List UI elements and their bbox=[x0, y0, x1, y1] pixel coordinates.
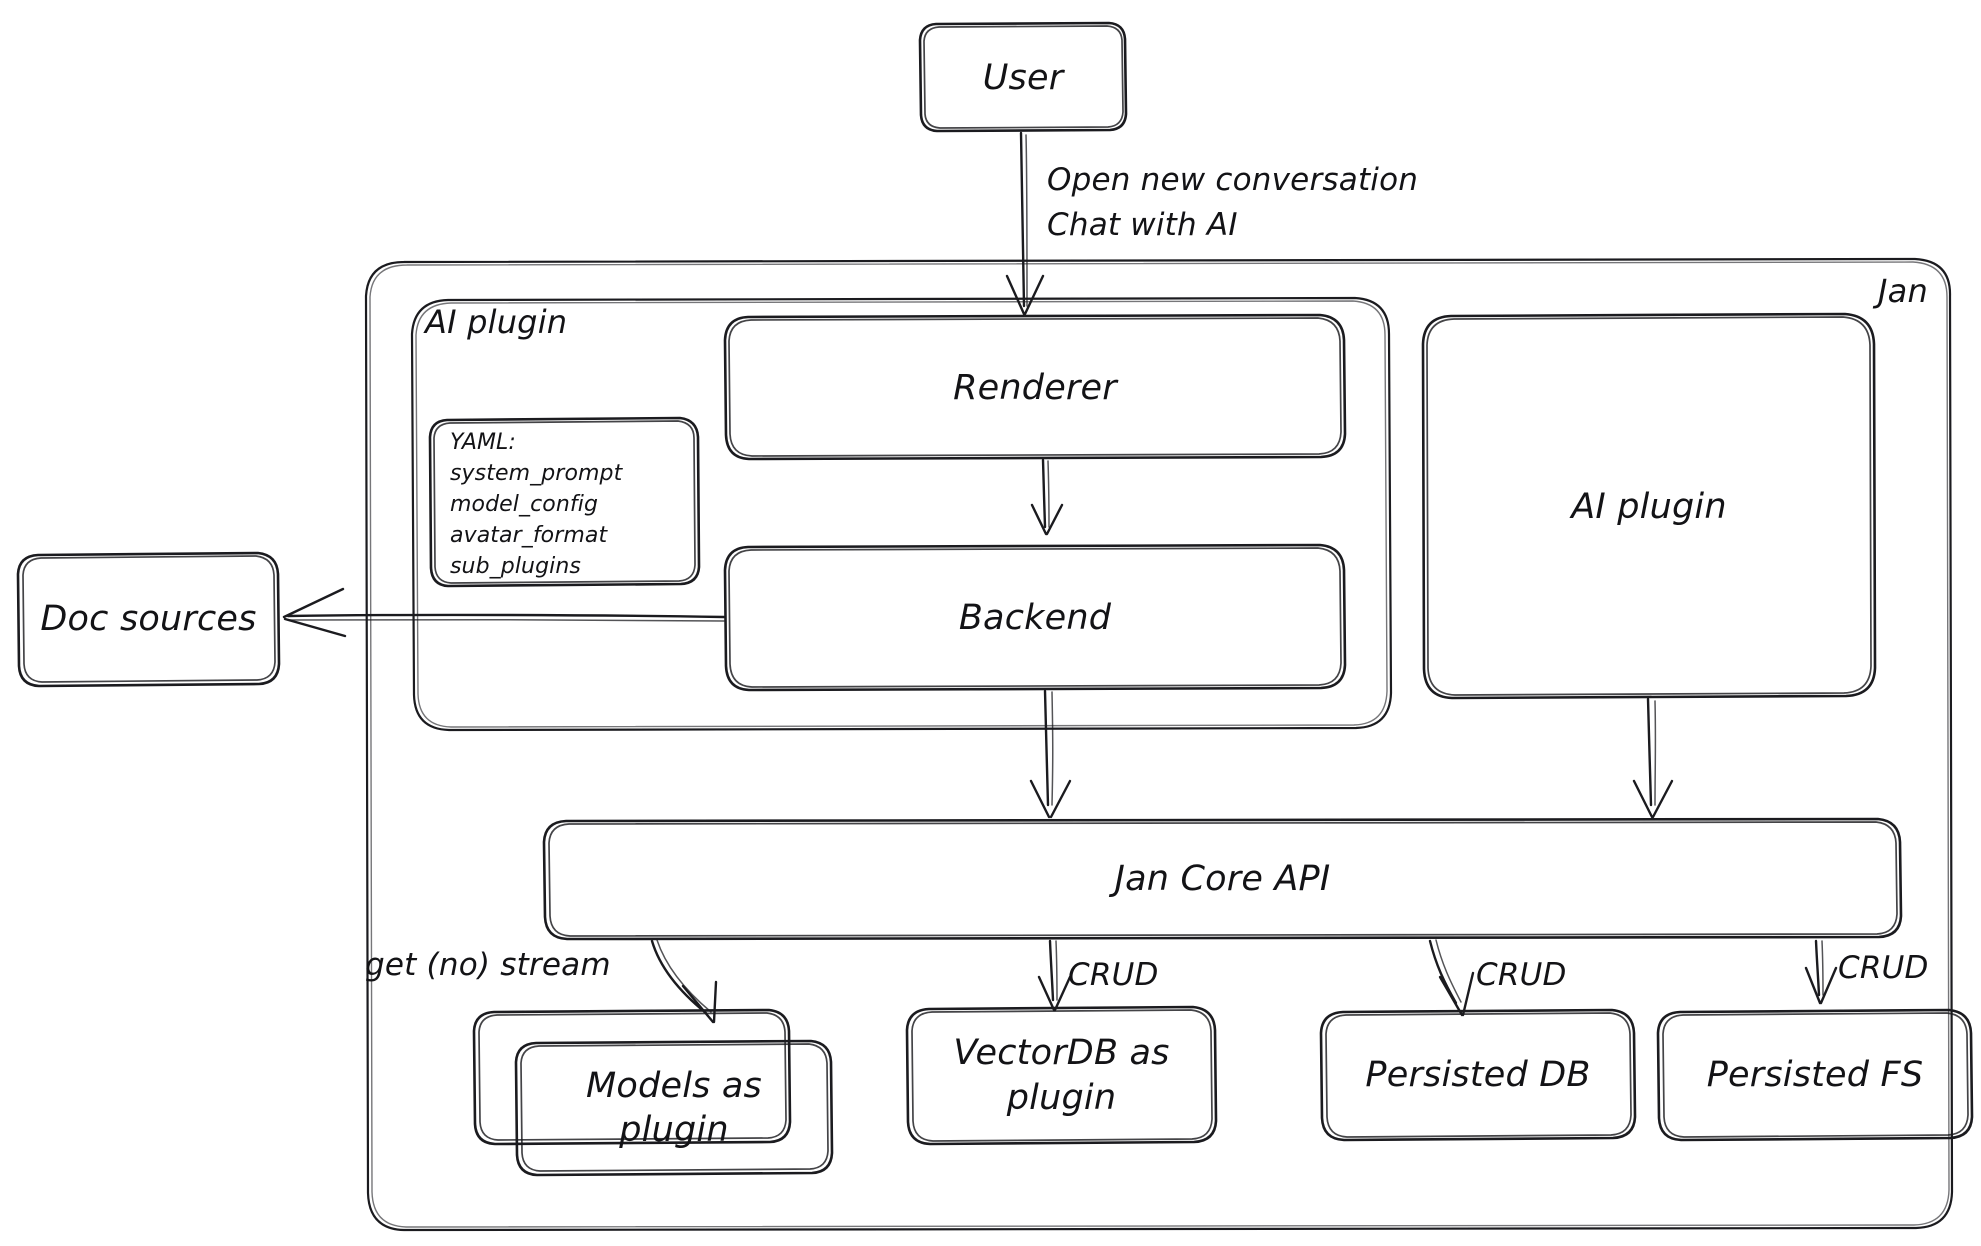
node-persisted-db[interactable] bbox=[1319, 1008, 1637, 1142]
node-label-persisted-db: Persisted DB bbox=[1365, 1054, 1591, 1095]
yaml-card-key-model-config: model_config bbox=[450, 492, 599, 517]
edge-label-user-to-renderer-line2: Chat with AI bbox=[1047, 207, 1238, 243]
container-label-jan: Jan bbox=[1878, 272, 1928, 310]
node-label-jan-core-api: Jan Core API bbox=[1114, 858, 1331, 899]
yaml-card-key-avatar-format: avatar_format bbox=[450, 523, 608, 548]
node-label-models-as-plugin: Models as plugin bbox=[586, 1065, 762, 1150]
edge-backend-to-core bbox=[1029, 689, 1072, 819]
yaml-card-key-system-prompt: system_prompt bbox=[450, 461, 623, 486]
edge-core-to-persisteddb bbox=[1428, 939, 1475, 1017]
node-label-ai-plugin: AI plugin bbox=[1571, 486, 1727, 527]
node-label-persisted-fs: Persisted FS bbox=[1706, 1054, 1924, 1095]
node-vectordb-as-plugin[interactable] bbox=[905, 1005, 1218, 1146]
node-label-vectordb-as-plugin: VectorDB as plugin bbox=[953, 1033, 1170, 1118]
edge-label-crud-persisted-db: CRUD bbox=[1476, 957, 1567, 993]
edge-aiplugin-to-core bbox=[1632, 697, 1674, 819]
edge-core-to-vectordb bbox=[1037, 939, 1072, 1012]
node-renderer[interactable] bbox=[723, 313, 1347, 461]
edge-core-to-persistedfs bbox=[1804, 939, 1838, 1005]
container-label-ai-plugin-group: AI plugin bbox=[425, 303, 568, 341]
node-label-user: User bbox=[982, 57, 1064, 98]
container-jan bbox=[364, 257, 1954, 1232]
node-label-renderer: Renderer bbox=[953, 367, 1117, 408]
node-user[interactable] bbox=[918, 21, 1128, 133]
node-persisted-fs[interactable] bbox=[1656, 1008, 1974, 1142]
edge-label-user-to-renderer-line1: Open new conversation bbox=[1047, 162, 1419, 198]
edge-backend-to-doc-sources bbox=[282, 587, 726, 638]
node-label-doc-sources: Doc sources bbox=[40, 599, 257, 640]
container-ai-plugin-group bbox=[410, 296, 1393, 732]
edge-core-to-models bbox=[650, 939, 718, 1024]
edge-renderer-to-backend bbox=[1030, 458, 1064, 536]
edge-user-to-renderer bbox=[1005, 131, 1045, 316]
node-ai-plugin[interactable] bbox=[1421, 312, 1877, 700]
yaml-card-key-sub-plugins: sub_plugins bbox=[450, 554, 581, 579]
node-backend[interactable] bbox=[723, 543, 1347, 692]
yaml-card-title: YAML: bbox=[450, 430, 516, 455]
node-jan-core-api[interactable] bbox=[542, 817, 1903, 941]
yaml-card bbox=[428, 416, 701, 588]
edge-label-crud-vectordb: CRUD bbox=[1068, 957, 1159, 993]
edge-label-get-no-stream: get (no) stream bbox=[365, 947, 611, 983]
node-doc-sources[interactable] bbox=[16, 551, 281, 688]
node-label-backend: Backend bbox=[958, 598, 1112, 639]
edge-label-crud-persisted-fs: CRUD bbox=[1838, 950, 1929, 986]
node-models-as-plugin[interactable] bbox=[472, 1008, 834, 1177]
